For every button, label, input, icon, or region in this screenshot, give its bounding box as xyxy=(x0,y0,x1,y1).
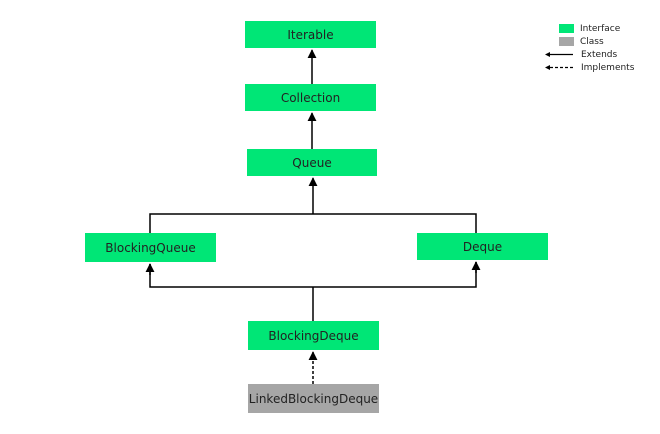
extends-bracket-lower xyxy=(149,262,477,288)
node-label: BlockingDeque xyxy=(268,328,359,343)
legend: Interface Class Extends Implements xyxy=(544,22,634,74)
node-queue: Queue xyxy=(247,149,377,176)
node-iterable: Iterable xyxy=(245,21,376,48)
legend-class-swatch xyxy=(559,37,574,46)
node-label: Deque xyxy=(462,239,503,254)
node-blocking-deque: BlockingDeque xyxy=(248,321,379,350)
legend-interface: Interface xyxy=(544,22,634,35)
legend-implements-label: Implements xyxy=(581,62,635,73)
legend-implements: Implements xyxy=(544,61,634,74)
node-label: Iterable xyxy=(287,27,334,42)
extends-bracket-upper xyxy=(149,213,477,233)
legend-interface-label: Interface xyxy=(580,23,621,34)
node-blocking-queue: BlockingQueue xyxy=(85,233,216,262)
node-linked-blocking-deque: LinkedBlockingDeque xyxy=(248,384,379,413)
node-collection: Collection xyxy=(245,84,376,111)
legend-interface-swatch xyxy=(559,24,574,33)
legend-extends-arrow-icon xyxy=(544,50,575,59)
legend-implements-arrow-icon xyxy=(544,63,575,72)
node-label: Queue xyxy=(292,155,332,170)
legend-class-label: Class xyxy=(580,36,604,47)
node-label: BlockingQueue xyxy=(105,240,196,255)
legend-extends: Extends xyxy=(544,48,634,61)
legend-extends-label: Extends xyxy=(581,49,618,60)
node-label: LinkedBlockingDeque xyxy=(248,391,379,406)
node-deque: Deque xyxy=(417,233,548,260)
node-label: Collection xyxy=(280,90,341,105)
legend-class: Class xyxy=(544,35,634,48)
